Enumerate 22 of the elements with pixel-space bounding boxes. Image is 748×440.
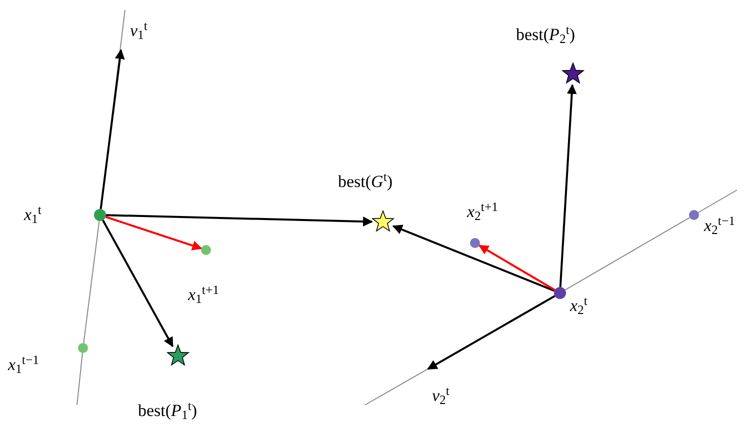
point-dot (688, 209, 700, 221)
star-marker (371, 210, 395, 234)
arrow (102, 220, 174, 348)
arrow (100, 49, 125, 210)
point-dot (553, 286, 567, 300)
trajectory-line (564, 217, 690, 290)
arrow (478, 244, 556, 291)
point-dot (77, 342, 89, 354)
arrow (427, 295, 556, 370)
star-marker (166, 344, 190, 368)
point-label: best(P$_{1}$$^{t}$) (138, 402, 198, 419)
arrow (392, 224, 555, 292)
point-label: best(G$^{t}$) (338, 173, 393, 190)
point-dot (93, 208, 107, 222)
arrow (559, 84, 577, 288)
trajectory-line (83, 220, 100, 344)
arrow (106, 214, 373, 226)
point-dot (469, 237, 481, 249)
arrow (105, 216, 202, 250)
star-marker (561, 62, 585, 86)
point-label: best(P$_{2}$$^{t}$) (516, 26, 576, 43)
point-dot (200, 244, 212, 256)
